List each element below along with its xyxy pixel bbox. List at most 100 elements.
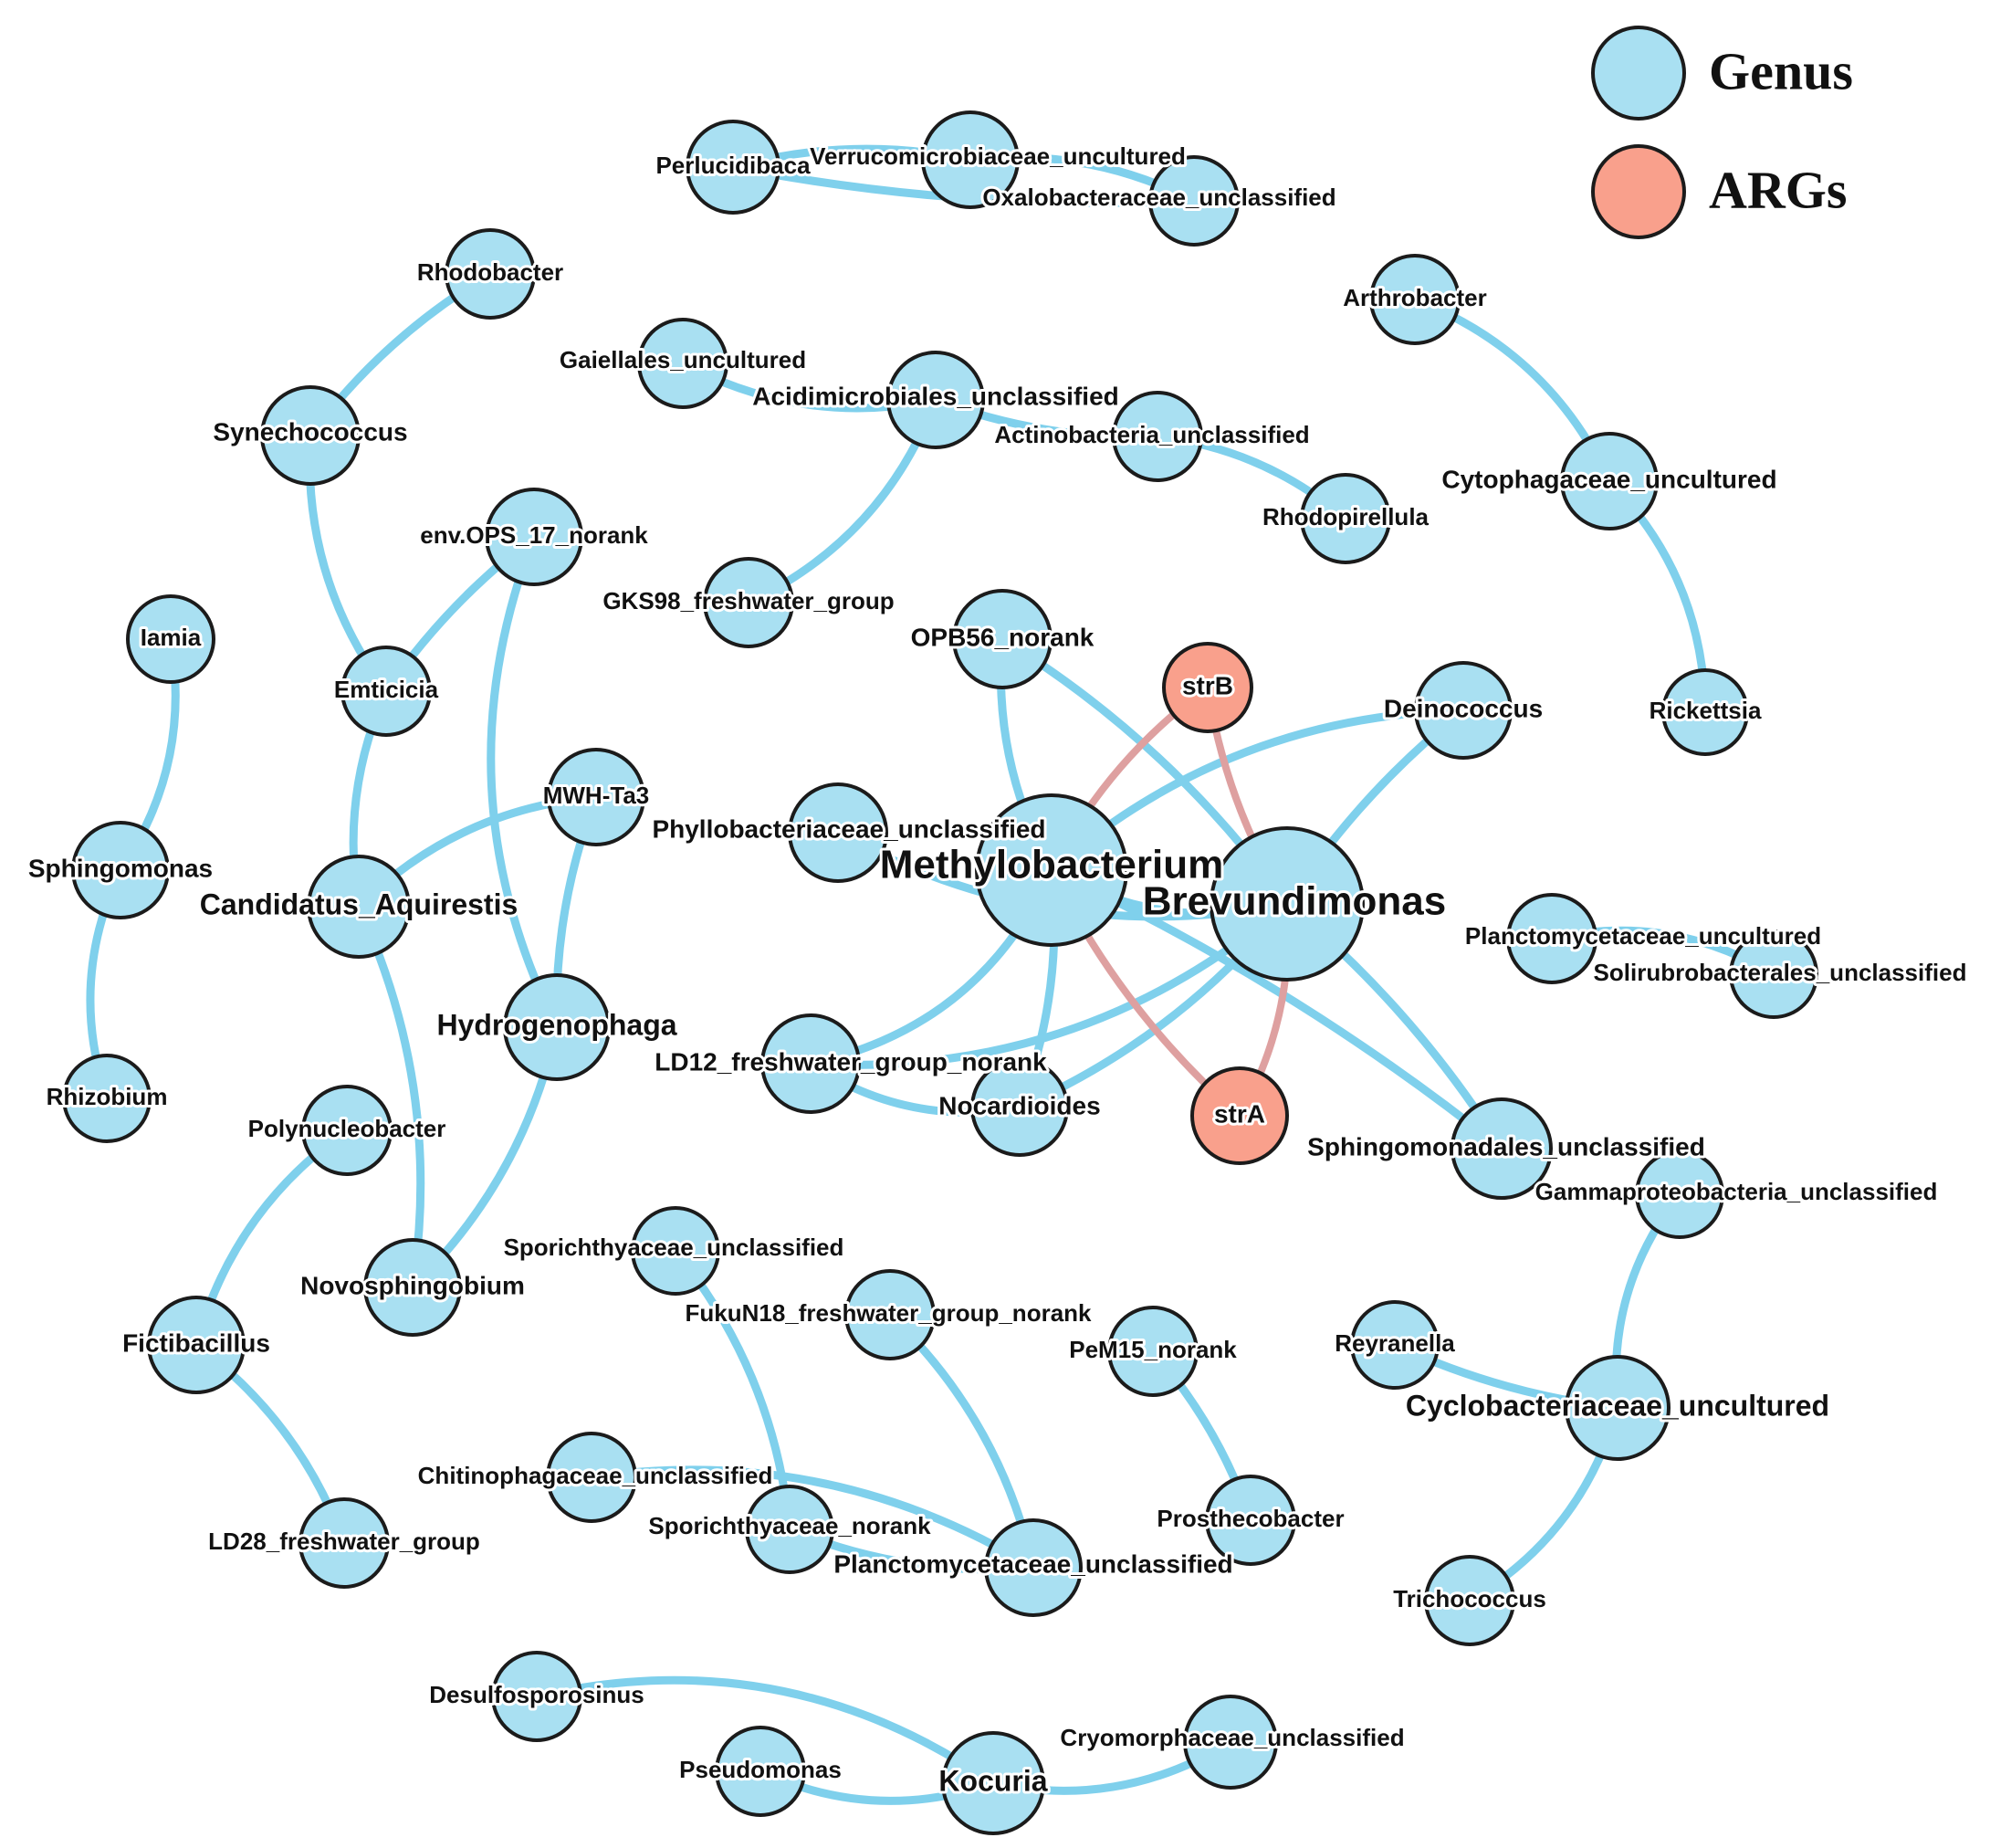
node-label-trichococcus: Trichococcus (1393, 1585, 1546, 1612)
node-label-gks98-freshwater-group: GKS98_freshwater_group (602, 587, 894, 614)
node-desulfosporosinus[interactable] (491, 1651, 582, 1742)
node-stra[interactable] (1190, 1066, 1289, 1165)
node-planctomycetaceae-uncultured[interactable] (1506, 893, 1597, 984)
node-label-chitinophagaceae-unclassified: Chitinophagaceae_unclassified (418, 1462, 773, 1489)
node-label-novosphingobium: Novosphingobium (300, 1271, 525, 1299)
node-hydrogenophaga[interactable] (503, 973, 611, 1081)
node-label-oxalobacteraceae-unclassified: Oxalobacteraceae_unclassified (982, 184, 1335, 211)
node-mwh-ta3[interactable] (547, 748, 645, 846)
node-cytophagaceae-uncultured[interactable] (1560, 432, 1659, 530)
node-label-sporichthyaceae-unclassified: Sporichthyaceae_unclassified (504, 1234, 844, 1261)
node-gammaproteobacteria-unclassified[interactable] (1635, 1150, 1724, 1239)
node-opb56-norank[interactable] (952, 589, 1053, 689)
node-label-solirubrobacterales-unclassified: Solirubrobacterales_unclassified (1594, 959, 1967, 986)
node-label-methylobacterium: Methylobacterium (880, 843, 1224, 887)
node-layer (62, 110, 1818, 1835)
node-novosphingobium[interactable] (363, 1238, 462, 1337)
node-polynucleobacter[interactable] (301, 1085, 393, 1176)
node-solirubrobacterales-unclassified[interactable] (1729, 929, 1818, 1019)
node-label-cryomorphaceae-unclassified: Cryomorphaceae_unclassified (1060, 1724, 1404, 1751)
node-label-opb56-norank: OPB56_norank (911, 623, 1094, 651)
node-label-polynucleobacter: Polynucleobacter (248, 1115, 446, 1142)
node-nocardioides[interactable] (970, 1058, 1069, 1157)
legend-args-swatch (1591, 144, 1686, 239)
node-sporichthyaceae-norank[interactable] (745, 1485, 834, 1574)
node-rickettsia[interactable] (1661, 668, 1749, 756)
node-label-sporichthyaceae-norank: Sporichthyaceae_norank (648, 1512, 931, 1539)
node-label-acidimicrobiales-unclassified: Acidimicrobiales_unclassified (752, 382, 1119, 410)
node-pem15-norank[interactable] (1107, 1306, 1199, 1397)
node-cyclobacteriaceae-uncultured[interactable] (1565, 1355, 1671, 1461)
node-methylobacterium[interactable] (975, 793, 1128, 947)
edge-desulfosporosinus-to-kocuria (532, 1675, 998, 1788)
node-label-desulfosporosinus: Desulfosporosinus (429, 1681, 644, 1708)
node-rhizobium[interactable] (62, 1054, 152, 1143)
node-fictibacillus[interactable] (147, 1296, 246, 1394)
node-reyranella[interactable] (1350, 1300, 1440, 1390)
node-sporichthyaceae-unclassified[interactable] (631, 1206, 720, 1296)
node-label-gammaproteobacteria-unclassified: Gammaproteobacteria_unclassified (1535, 1178, 1938, 1205)
node-trichococcus[interactable] (1424, 1555, 1515, 1646)
node-ld28-freshwater-group[interactable] (298, 1497, 390, 1589)
node-emticicia[interactable] (340, 646, 432, 737)
node-label-mwh-ta3: MWH-Ta3 (543, 782, 650, 809)
node-actinobacteria-unclassified[interactable] (1112, 391, 1203, 482)
node-acidimicrobiales-unclassified[interactable] (886, 351, 985, 449)
node-verrucomicrobiaceae-uncultured[interactable] (921, 110, 1020, 209)
node-label-ld28-freshwater-group: LD28_freshwater_group (208, 1528, 480, 1555)
node-label-emticicia: Emticicia (334, 676, 439, 703)
node-label-rhizobium: Rhizobium (47, 1083, 168, 1110)
node-label-arthrobacter: Arthrobacter (1343, 284, 1486, 311)
node-perlucidibaca[interactable] (686, 120, 780, 215)
node-planctomycetaceae-unclassified[interactable] (984, 1518, 1083, 1617)
node-label-prosthecobacter: Prosthecobacter (1157, 1505, 1344, 1532)
node-label-rickettsia: Rickettsia (1650, 697, 1762, 724)
node-label-fictibacillus: Fictibacillus (122, 1328, 270, 1357)
node-candidatus-aquirestis[interactable] (307, 855, 411, 959)
node-fukun18-freshwater-group-norank[interactable] (844, 1269, 936, 1360)
node-label-ld12-freshwater-group-norank: LD12_freshwater_group_norank (655, 1047, 1047, 1076)
node-label-candidatus-aquirestis: Candidatus_Aquirestis (200, 887, 518, 920)
node-deinococcus[interactable] (1414, 661, 1513, 760)
node-label-planctomycetaceae-unclassified: Planctomycetaceae_unclassified (833, 1549, 1232, 1578)
node-sphingomonas[interactable] (71, 821, 170, 919)
node-rhodobacter[interactable] (445, 228, 536, 320)
edge-chitinophagaceae-unclassified-to-planctomycetaceae-unclassified (587, 1465, 1038, 1572)
node-oxalobacteraceae-unclassified[interactable] (1148, 155, 1240, 247)
node-strb[interactable] (1162, 642, 1253, 733)
node-gks98-freshwater-group[interactable] (703, 557, 794, 648)
legend-genus-swatch (1591, 26, 1686, 121)
node-label-verrucomicrobiaceae-uncultured: Verrucomicrobiaceae_uncultured (810, 142, 1186, 170)
node-label-pseudomonas: Pseudomonas (679, 1756, 842, 1783)
node-phyllobacteriaceae-unclassified[interactable] (788, 782, 888, 883)
node-label-kocuria: Kocuria (938, 1764, 1047, 1797)
node-label-phyllobacteriaceae-unclassified: Phyllobacteriaceae_unclassified (652, 814, 1045, 843)
node-label-rhodopirellula: Rhodopirellula (1262, 503, 1430, 530)
node-label-stra: strA (1214, 1099, 1265, 1128)
node-label-strb: strB (1182, 671, 1233, 699)
node-sphingomonadales-unclassified[interactable] (1451, 1097, 1553, 1200)
node-chitinophagaceae-unclassified[interactable] (546, 1432, 637, 1523)
node-label-iamia: Iamia (141, 624, 202, 651)
node-synechococcus[interactable] (260, 385, 361, 486)
node-pseudomonas[interactable] (715, 1726, 806, 1817)
node-env-ops-17-norank[interactable] (485, 488, 583, 586)
node-label-sphingomonadales-unclassified: Sphingomonadales_unclassified (1307, 1132, 1705, 1160)
node-brevundimonas[interactable] (1210, 826, 1365, 982)
node-label-reyranella: Reyranella (1335, 1329, 1455, 1357)
node-kocuria[interactable] (941, 1731, 1045, 1835)
node-gaiellales-uncultured[interactable] (637, 318, 728, 409)
node-label-cyclobacteriaceae-uncultured: Cyclobacteriaceae_uncultured (1406, 1389, 1829, 1422)
node-label-perlucidibaca: Perlucidibaca (655, 152, 811, 179)
node-prosthecobacter[interactable] (1205, 1475, 1296, 1566)
edge-candidatus-aquirestis-to-novosphingobium (354, 902, 425, 1292)
node-ld12-freshwater-group-norank[interactable] (760, 1013, 861, 1114)
node-label-rhodobacter: Rhodobacter (417, 258, 563, 286)
node-rhodopirellula[interactable] (1300, 473, 1391, 564)
node-label-cytophagaceae-uncultured: Cytophagaceae_uncultured (1441, 465, 1776, 493)
node-cryomorphaceae-unclassified[interactable] (1183, 1695, 1278, 1790)
node-label-nocardioides: Nocardioides (938, 1091, 1100, 1119)
node-arthrobacter[interactable] (1369, 254, 1461, 345)
node-iamia[interactable] (126, 594, 215, 684)
